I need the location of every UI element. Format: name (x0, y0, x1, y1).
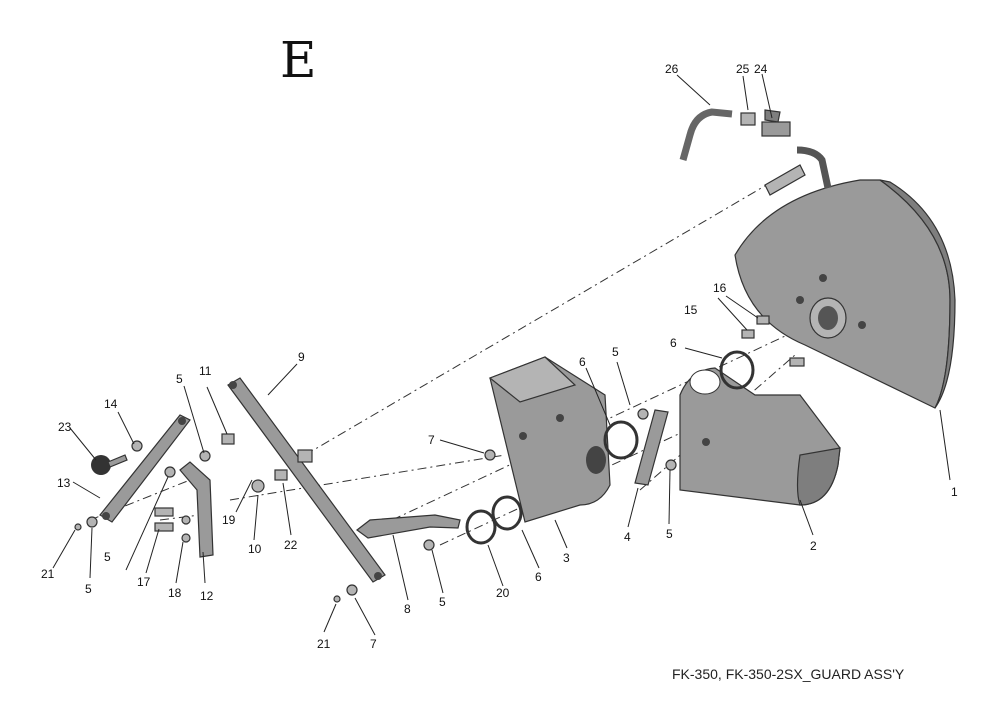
callout-numbers: 1 2 3 4 5 5 5 5 5 5 6 6 6 7 7 8 9 10 11 … (41, 62, 958, 651)
part-26-hose (679, 108, 733, 161)
callout-5c: 5 (439, 595, 446, 609)
callout-5d: 5 (176, 372, 183, 386)
callout-6b: 6 (579, 355, 586, 369)
callout-7b: 7 (370, 637, 377, 651)
part-24-valve (761, 109, 791, 137)
callout-5a: 5 (666, 527, 673, 541)
washers-and-rings (74, 315, 805, 603)
callout-23: 23 (58, 420, 72, 434)
callout-6c: 6 (535, 570, 542, 584)
part-1-main-blade-guard (734, 146, 956, 409)
callout-8: 8 (404, 602, 411, 616)
diagram-caption: FK-350, FK-350-2SX_GUARD ASS'Y (672, 666, 905, 682)
part-3-guard-cover (488, 356, 611, 523)
callout-6a: 6 (670, 336, 677, 350)
callout-21a: 21 (41, 567, 55, 581)
part-4-link (634, 409, 669, 486)
callout-12: 12 (200, 589, 214, 603)
part-2-lower-guard (679, 367, 841, 506)
callout-5e: 5 (104, 550, 111, 564)
callout-14: 14 (104, 397, 118, 411)
callout-5b: 5 (612, 345, 619, 359)
part-25-fitting (740, 112, 756, 126)
callout-7a: 7 (428, 433, 435, 447)
section-letter: E (280, 31, 317, 89)
callout-21b: 21 (317, 637, 331, 651)
callout-11: 11 (199, 364, 212, 378)
callout-leader-lines (52, 73, 951, 636)
callout-15: 15 (684, 303, 698, 317)
callout-3: 3 (563, 551, 570, 565)
part-13-bar (99, 414, 191, 523)
callout-18: 18 (168, 586, 182, 600)
callout-16: 16 (713, 281, 727, 295)
callout-1: 1 (951, 485, 958, 499)
part-9-long-link-bar (227, 377, 386, 583)
callout-24: 24 (754, 62, 768, 76)
part-8-lever-arm (355, 514, 461, 539)
callout-5f: 5 (85, 582, 92, 596)
callout-17: 17 (137, 575, 151, 589)
callout-13: 13 (57, 476, 71, 490)
part-12-bracket (179, 461, 214, 558)
callout-22: 22 (284, 538, 298, 552)
callout-25: 25 (736, 62, 750, 76)
callout-10: 10 (248, 542, 262, 556)
callout-20: 20 (496, 586, 510, 600)
callout-4: 4 (624, 530, 631, 544)
callout-2: 2 (810, 539, 817, 553)
callout-19: 19 (222, 513, 236, 527)
callout-9: 9 (298, 350, 305, 364)
part-23-knob (91, 454, 128, 475)
callout-26: 26 (665, 62, 679, 76)
